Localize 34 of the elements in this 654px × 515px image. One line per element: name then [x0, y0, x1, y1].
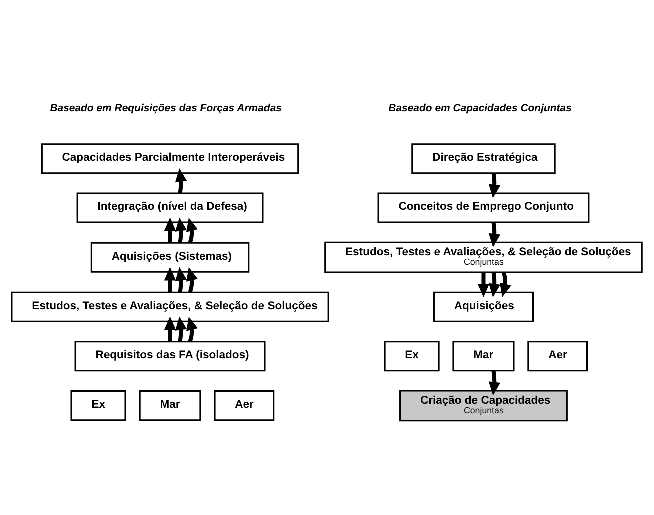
arrow — [164, 217, 176, 242]
node-box: Ex — [384, 340, 440, 372]
arrow — [488, 370, 501, 396]
arrow — [186, 266, 198, 292]
arrow — [186, 217, 198, 243]
node-box: Aer — [214, 390, 275, 421]
arrow — [186, 316, 198, 342]
arrow — [175, 217, 188, 243]
node-box: Direção Estratégica — [412, 143, 556, 174]
node-box: Mar — [452, 340, 515, 372]
arrow — [164, 266, 176, 292]
node-box: Estudos, Testes e Avaliações, & Seleção de Soluções — [11, 291, 330, 322]
node-box: Aquisições — [433, 291, 534, 322]
arrow — [175, 168, 188, 194]
arrow — [164, 316, 176, 342]
arrow — [500, 271, 512, 297]
arrow — [478, 272, 490, 298]
node-box: Estudos, Testes e Avaliações, & Seleção de Soluções Conjuntas — [324, 241, 643, 273]
node-box: Capacidades Parcialmente Interoperáveis — [41, 143, 300, 174]
node-box: Aquisições (Sistemas) — [90, 242, 250, 272]
arrow — [175, 266, 188, 292]
node-box: Criação de Capacidades Conjuntas — [400, 390, 568, 422]
node-box: Aer — [528, 340, 588, 372]
arrow — [488, 222, 501, 247]
node-box: Mar — [139, 390, 202, 421]
arrow — [488, 272, 501, 297]
node-box: Requisitos das FA (isolados) — [74, 340, 266, 372]
node-box: Integração (nível da Defesa) — [76, 192, 264, 223]
arrow — [488, 172, 501, 198]
node-box: Conceitos de Emprego Conjunto — [378, 192, 590, 223]
label: Baseado em Requisições das Forças Armadas — [50, 103, 282, 114]
node-box: Ex — [70, 390, 126, 421]
label: Baseado em Capacidades Conjuntas — [388, 103, 572, 114]
arrow — [175, 316, 188, 342]
